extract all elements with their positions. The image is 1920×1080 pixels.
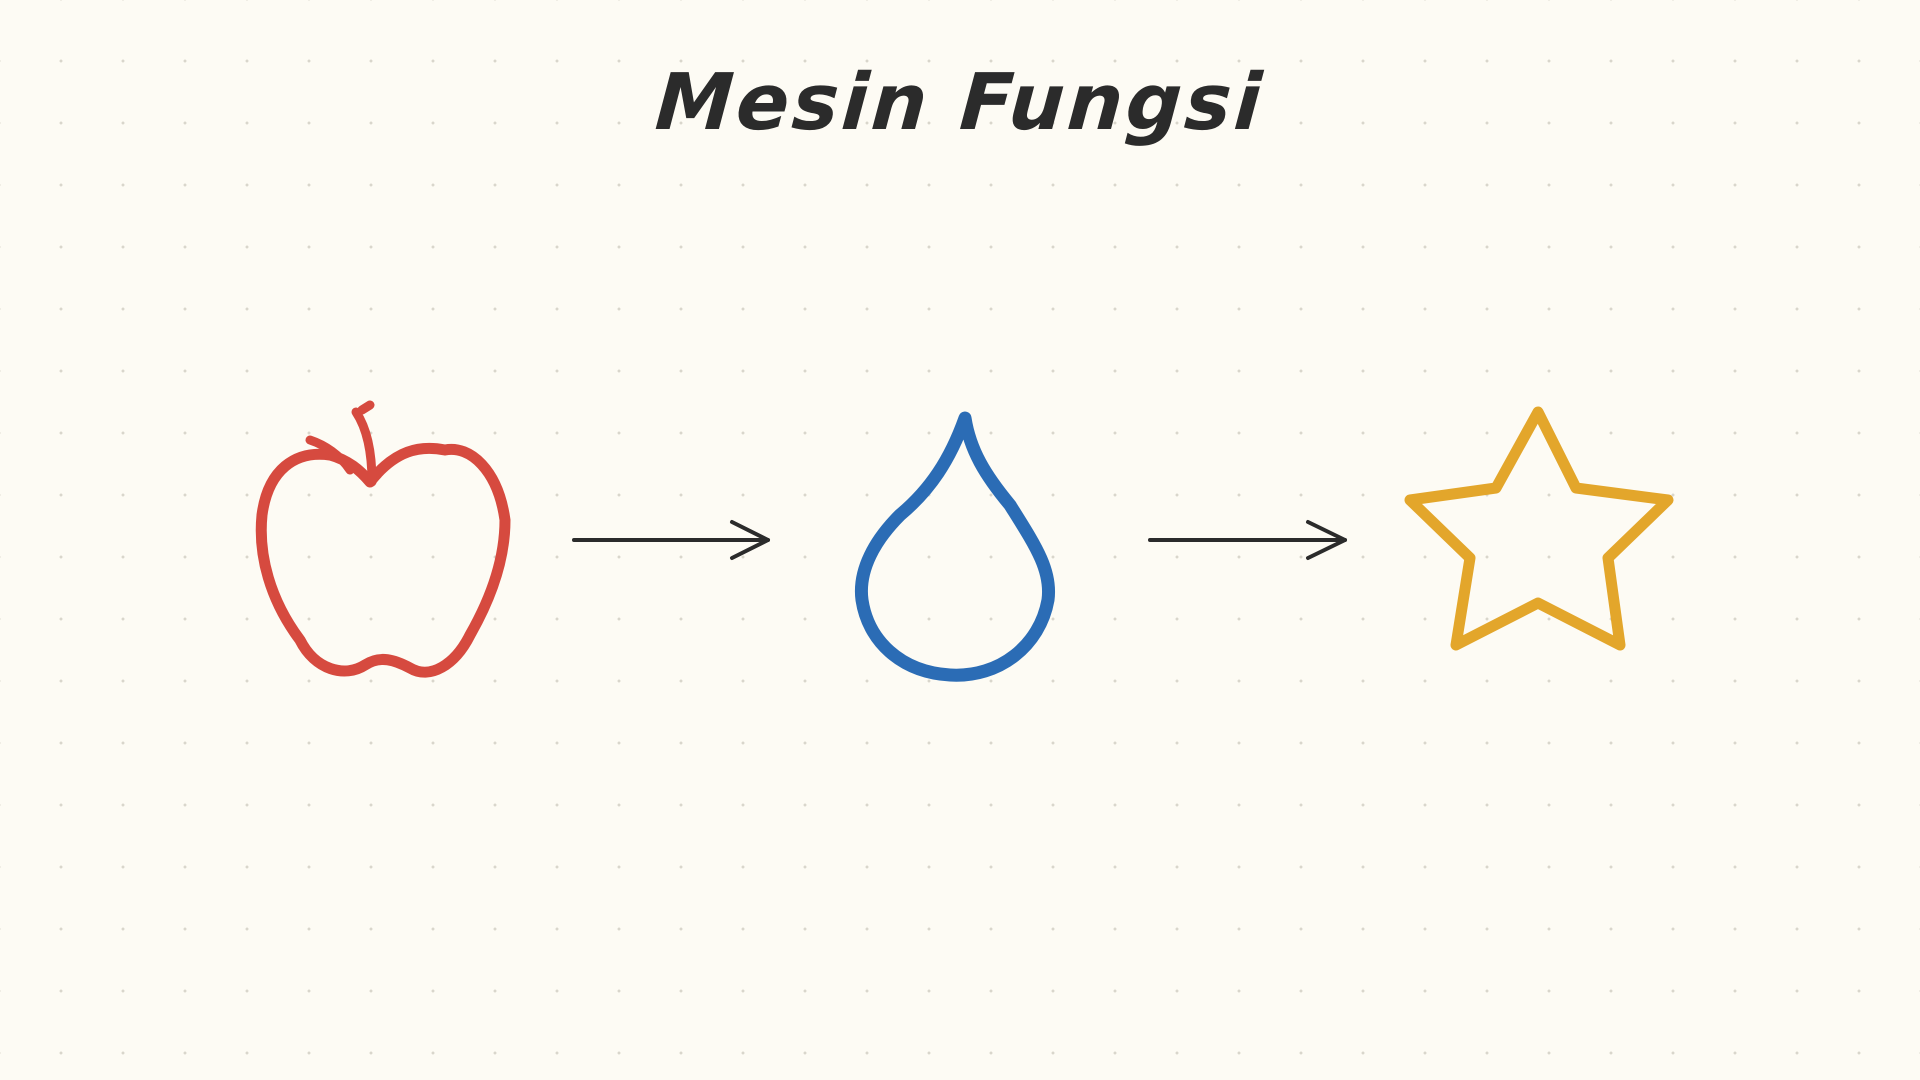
star-icon — [1404, 406, 1674, 651]
arrow-right-icon — [1148, 520, 1347, 560]
water-drop-icon — [854, 411, 1056, 682]
arrow-right-icon — [572, 520, 770, 560]
apple-icon — [255, 400, 511, 678]
